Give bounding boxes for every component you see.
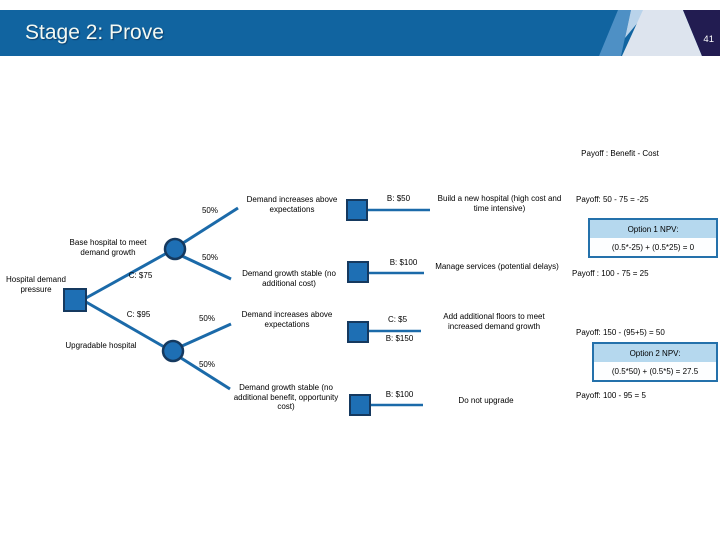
probability-label-2: 50%: [201, 253, 218, 262]
slide-title: Stage 2: Prove: [25, 21, 164, 44]
branch-line-outcome3: [181, 322, 232, 348]
branch-line-outcome1: [182, 206, 239, 245]
benefit-label-row4: B: $100: [385, 390, 414, 399]
action2-label: Manage services (potential delays): [435, 262, 559, 271]
option1-npv-title: Option 1 NPV:: [590, 220, 716, 238]
chance-node-option2: [161, 339, 185, 363]
decision-node-row1: [346, 199, 368, 221]
probability-label-4: 50%: [198, 360, 215, 369]
action3-label: Add additional floors to meet increased …: [443, 312, 545, 331]
option2-npv-box: Option 2 NPV: (0.5*50) + (0.5*5) = 27.5: [592, 342, 718, 382]
header-decoration: [599, 10, 720, 56]
header-bar: Stage 2: Prove 41: [0, 10, 720, 56]
branch-line-outcome2: [181, 254, 232, 281]
outcome2-description: Demand growth stable (no additional cost…: [242, 269, 336, 288]
option2-npv-title: Option 2 NPV:: [594, 344, 716, 362]
outcome1-description: Demand increases above expectations: [246, 195, 338, 214]
branch-line-option1: [85, 251, 168, 300]
root-node-label: Hospital demand pressure: [5, 275, 67, 294]
option2-label: Upgradable hospital: [65, 341, 137, 350]
outcome4-description: Demand growth stable (no additional bene…: [233, 383, 339, 411]
decision-node-row4: [349, 394, 371, 416]
payoff-label-row1: Payoff: 50 - 75 = -25: [576, 195, 649, 204]
chance-node-option1: [163, 237, 187, 261]
benefit-label-row2: B: $100: [389, 258, 418, 267]
option2-npv-formula: (0.5*50) + (0.5*5) = 27.5: [594, 362, 716, 380]
payoff-label-row3: Payoff: 150 - (95+5) = 50: [576, 328, 665, 337]
option2-cost-label: C: $95: [126, 310, 151, 319]
branch-line-outcome4: [180, 356, 231, 391]
benefit-label-row3: B: $150: [385, 334, 414, 343]
payoff-legend: Payoff : Benefit - Cost: [581, 149, 659, 158]
branch-line-option2: [85, 300, 167, 350]
outcome3-description: Demand increases above expectations: [241, 310, 333, 329]
page-number: 41: [703, 34, 714, 45]
deco-corner-navy: [683, 10, 720, 56]
cost-label-row3: C: $5: [387, 315, 408, 324]
action4-label: Do not upgrade: [458, 396, 514, 405]
option1-npv-box: Option 1 NPV: (0.5*-25) + (0.5*25) = 0: [588, 218, 718, 258]
action1-label: Build a new hospital (high cost and time…: [437, 194, 562, 213]
decision-node-row2: [347, 261, 369, 283]
option1-cost-label: C: $75: [128, 271, 153, 280]
deco-quad-gray: [622, 10, 702, 56]
payoff-label-row2: Payoff : 100 - 75 = 25: [572, 269, 649, 278]
payoff-label-row4: Payoff: 100 - 95 = 5: [576, 391, 646, 400]
option1-label: Base hospital to meet demand growth: [69, 238, 147, 257]
decision-node-root: [63, 288, 87, 312]
decision-node-row3: [347, 321, 369, 343]
deco-band-medium-blue: [599, 10, 631, 56]
benefit-label-row1: B: $50: [386, 194, 411, 203]
option1-npv-formula: (0.5*-25) + (0.5*25) = 0: [590, 238, 716, 256]
probability-label-3: 50%: [198, 314, 215, 323]
probability-label-1: 50%: [201, 206, 218, 215]
